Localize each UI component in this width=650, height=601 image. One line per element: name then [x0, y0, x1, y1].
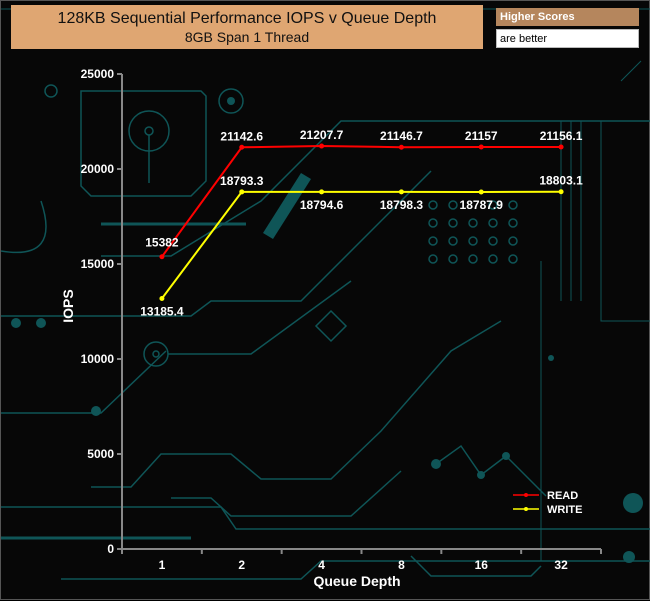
- y-tick-label: 20000: [81, 162, 115, 176]
- legend-swatch-marker: [524, 507, 528, 511]
- write-data-label: 13185.4: [140, 304, 184, 318]
- legend-item-write: WRITE: [513, 504, 582, 516]
- read-point: [558, 144, 564, 150]
- read-point: [159, 254, 165, 260]
- write-point: [398, 189, 404, 195]
- write-point: [558, 189, 564, 195]
- read-point: [239, 144, 245, 150]
- read-data-label: 21207.7: [300, 128, 344, 142]
- write-data-label: 18803.1: [539, 174, 583, 188]
- write-point: [159, 295, 165, 301]
- y-tick-label: 25000: [81, 67, 115, 81]
- read-point: [478, 144, 484, 150]
- series-read: 15382 21142.6 21207.7 21146.7 21157 21156.1: [145, 128, 583, 260]
- legend-item-read: READ: [513, 490, 578, 502]
- y-axis-title: IOPS: [60, 289, 76, 322]
- read-line: [161, 145, 562, 258]
- read-point: [319, 143, 325, 149]
- write-data-label: 18787.9: [460, 198, 504, 212]
- legend-label: WRITE: [547, 504, 582, 516]
- write-line: [161, 190, 562, 300]
- write-point: [319, 189, 325, 195]
- x-tick-label: 1: [159, 558, 166, 572]
- x-tick-label: 32: [554, 558, 568, 572]
- read-data-label: 21156.1: [540, 129, 583, 143]
- read-data-label: 21157: [465, 129, 498, 143]
- read-data-label: 21142.6: [220, 129, 263, 143]
- series-layer: 15382 21142.6 21207.7 21146.7 21157 21156.1 13…: [140, 128, 583, 318]
- x-axis-title: Queue Depth: [313, 573, 400, 589]
- x-tick-label: 2: [238, 558, 245, 572]
- chart-title-box: 128KB Sequential Performance IOPS v Queu…: [11, 5, 483, 49]
- write-point: [239, 189, 245, 195]
- legend-swatch-marker: [524, 493, 528, 497]
- x-tick-label: 8: [398, 558, 405, 572]
- y-tick-label: 0: [107, 542, 114, 556]
- y-tick-label: 15000: [81, 257, 115, 271]
- write-data-label: 18798.3: [380, 198, 424, 212]
- are-better-badge: are better: [496, 29, 639, 48]
- chart-title: 128KB Sequential Performance IOPS v Queu…: [57, 10, 437, 27]
- x-tick-label: 16: [475, 558, 489, 572]
- read-point: [398, 144, 404, 150]
- legend: READ WRITE: [513, 490, 582, 516]
- read-data-label: 21146.7: [380, 129, 423, 143]
- series-write: 13185.4 18793.3 18794.6 18798.3 18787.9 18803…: [140, 174, 583, 319]
- read-data-label: 15382: [145, 236, 179, 250]
- axes: 0 5000 10000 15000 20000 25000 1 2 4 8 16 32: [81, 67, 602, 572]
- x-tick-label: 4: [318, 558, 325, 572]
- write-data-label: 18794.6: [300, 198, 344, 212]
- chart-subtitle: 8GB Span 1 Thread: [184, 29, 310, 45]
- legend-label: READ: [547, 490, 578, 502]
- write-data-label: 18793.3: [220, 174, 264, 188]
- higher-scores-badge: Higher Scores: [496, 8, 639, 26]
- write-point: [478, 189, 484, 195]
- y-tick-label: 10000: [81, 352, 115, 366]
- y-tick-label: 5000: [87, 447, 114, 461]
